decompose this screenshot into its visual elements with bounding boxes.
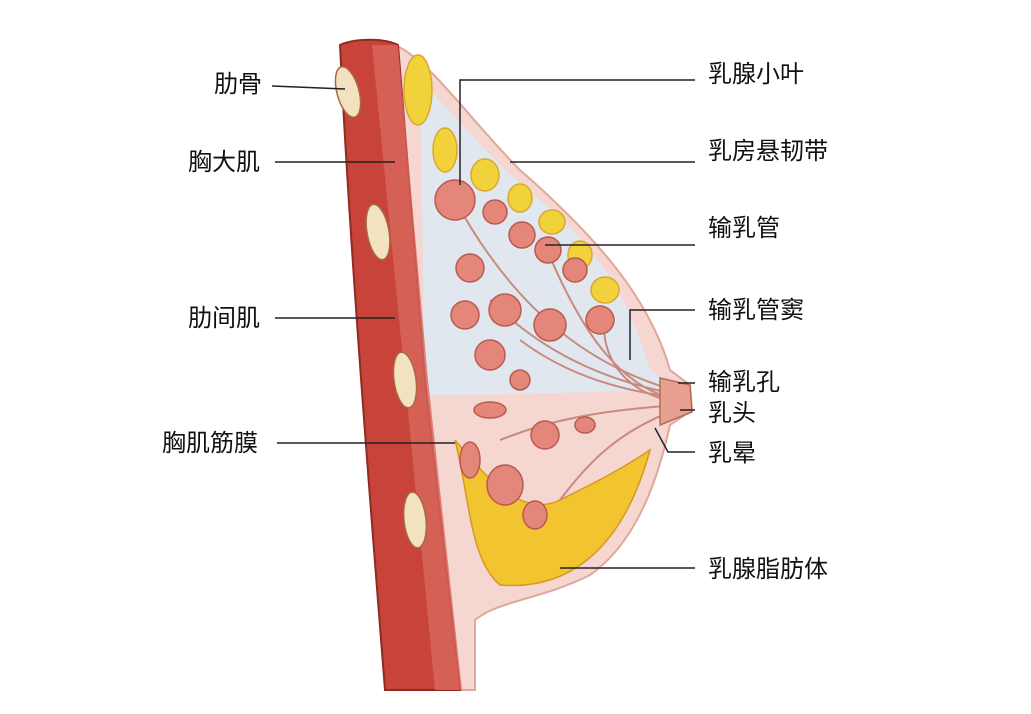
label-rib: 肋骨 (214, 70, 262, 98)
label-pectoralis-major: 胸大肌 (188, 148, 260, 176)
pectoralis-layer (372, 45, 462, 690)
label-suspensory-ligament: 乳房悬韧带 (708, 137, 828, 165)
label-areola: 乳晕 (708, 439, 756, 467)
leader-lines (271, 79, 695, 569)
gland-lobules (434, 179, 615, 530)
label-lactiferous-duct: 输乳管 (708, 214, 780, 242)
fat-body (454, 439, 652, 587)
label-lactiferous-sinus: 输乳管窦 (708, 296, 804, 324)
fat-lobules (403, 54, 620, 304)
label-lobule: 乳腺小叶 (708, 60, 804, 88)
label-pectoral-fascia: 胸肌筋膜 (162, 429, 258, 457)
label-duct-opening: 输乳孔 (708, 368, 780, 396)
nipple (659, 377, 693, 427)
label-intercostal: 肋间肌 (188, 304, 260, 332)
label-nipple: 乳头 (708, 399, 756, 427)
ribs (334, 65, 428, 549)
label-fat-body: 乳腺脂肪体 (708, 555, 828, 583)
